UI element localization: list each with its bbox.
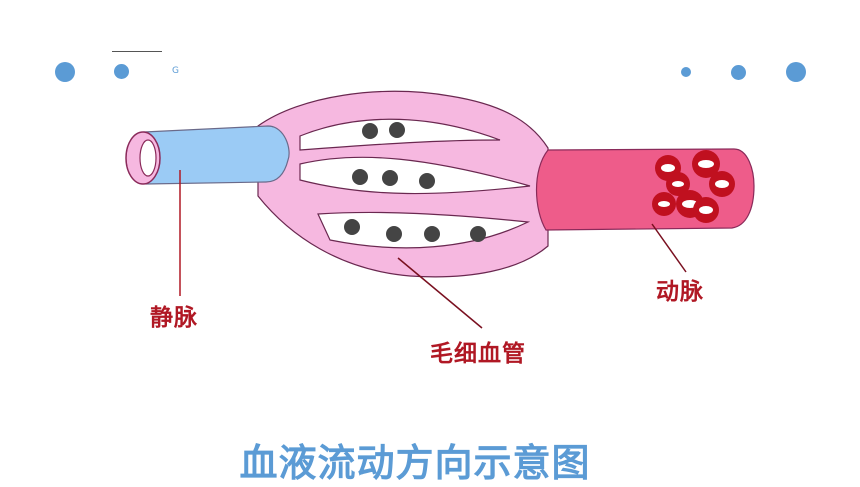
red-blood-cell-icon — [693, 197, 719, 223]
white-blood-cell-icon — [424, 226, 440, 242]
red-blood-cell-icon — [652, 192, 676, 216]
red-blood-cell-icon — [709, 171, 735, 197]
white-blood-cell-icon — [362, 123, 378, 139]
decor-dot-left-large — [55, 62, 75, 82]
capillary-leader-line — [397, 257, 483, 329]
diagram-caption: 血液流动方向示意图 — [239, 441, 591, 485]
white-blood-cell-icon — [470, 226, 486, 242]
artery-leader-line — [651, 223, 687, 273]
white-blood-cell-icon — [389, 122, 405, 138]
vein-label: 静脉 — [150, 304, 198, 331]
red-blood-cells — [652, 150, 735, 223]
capillary-network-icon — [257, 90, 549, 278]
decor-dot-left-medium — [114, 64, 129, 79]
decor-dot-right-small — [681, 67, 691, 77]
artery-label: 动脉 — [656, 278, 704, 305]
white-blood-cell-icon — [382, 170, 398, 186]
decor-dot-right-large — [786, 62, 806, 82]
decor-small-mark: G — [172, 66, 179, 76]
red-blood-cell-icon — [692, 150, 720, 178]
white-blood-cell-icon — [344, 219, 360, 235]
decorative-line — [112, 51, 162, 52]
white-blood-cell-icon — [419, 173, 435, 189]
vein-icon — [125, 125, 290, 185]
capillary-label: 毛细血管 — [430, 340, 526, 367]
white-blood-cell-icon — [386, 226, 402, 242]
decor-dot-right-medium — [731, 65, 746, 80]
blood-cells-gray — [344, 122, 486, 242]
red-blood-cell-icon — [666, 172, 690, 196]
white-blood-cell-icon — [352, 169, 368, 185]
